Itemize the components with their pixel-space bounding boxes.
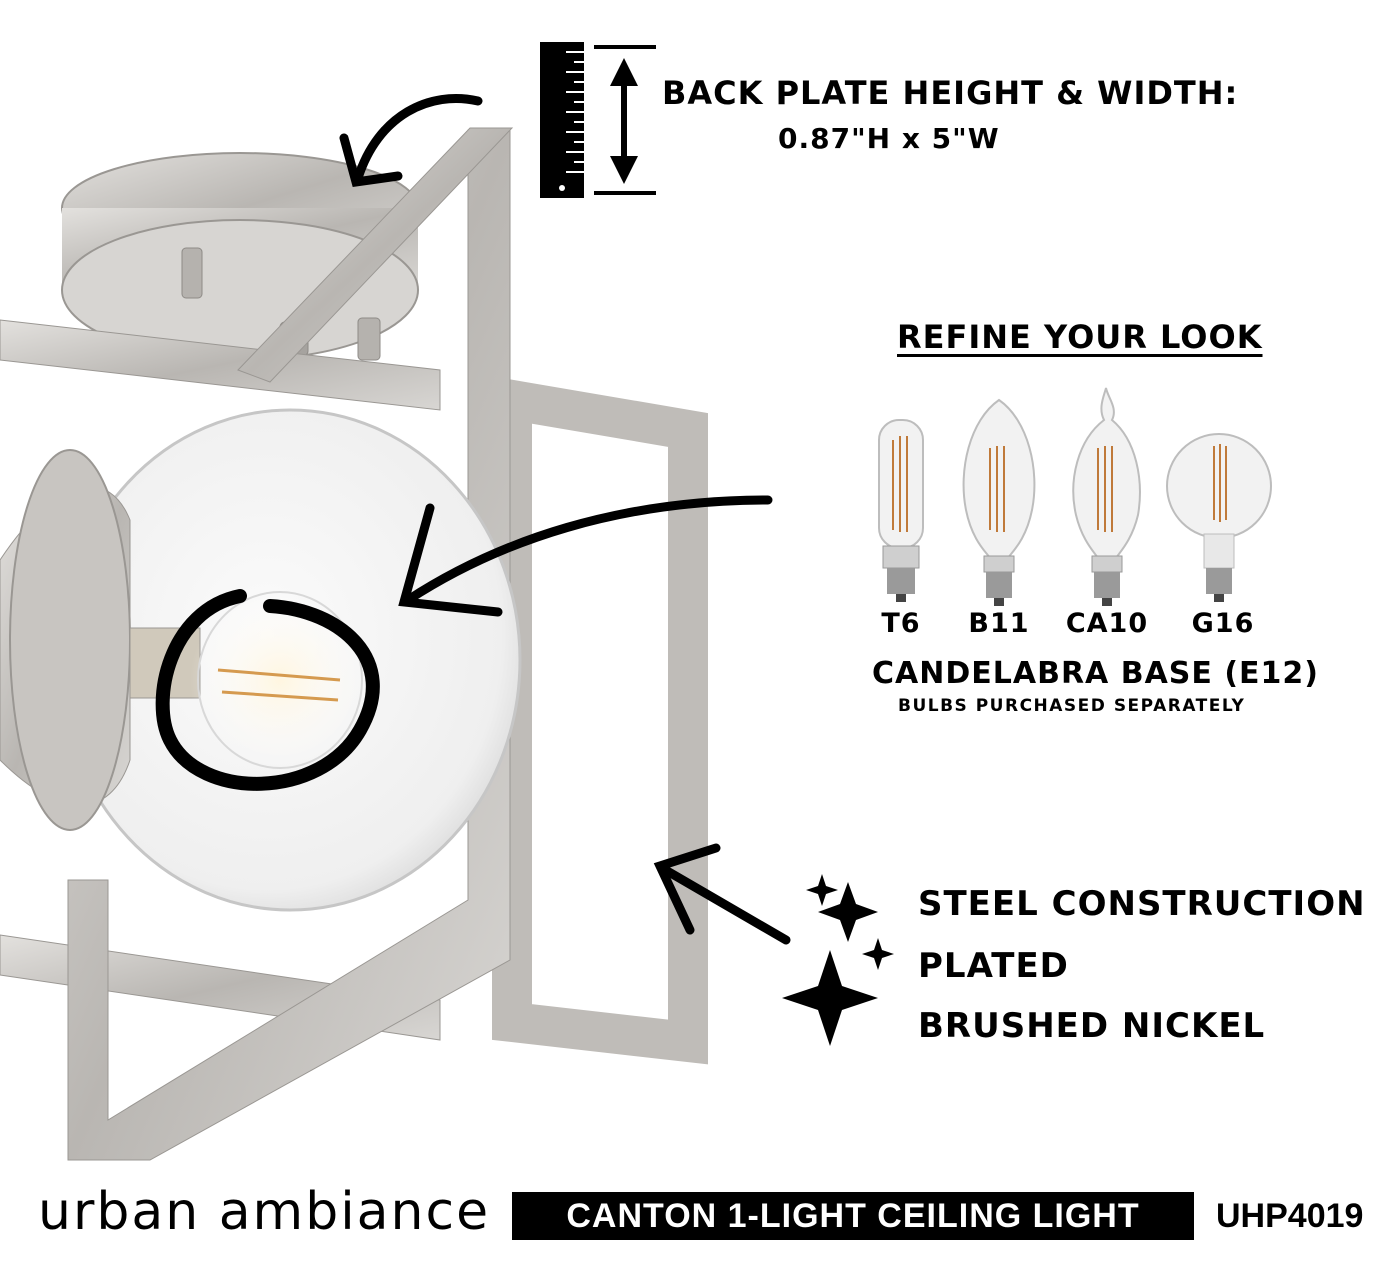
backplate-dimensions-value: 0.87"H x 5"W	[778, 122, 1000, 155]
g16-bulb-icon	[1166, 433, 1272, 602]
feature-finish: BRUSHED NICKEL	[918, 1006, 1266, 1046]
arrow-frame	[653, 843, 791, 945]
sparkle-icon	[782, 874, 894, 1046]
feature-steel: STEEL CONSTRUCTION	[918, 884, 1366, 924]
arrow-canopy	[339, 93, 483, 188]
ca10-bulb-icon	[1072, 387, 1141, 606]
ruler-icon	[540, 42, 656, 198]
backplate-dimensions-title: BACK PLATE HEIGHT & WIDTH:	[662, 74, 1239, 112]
bulb-circle-scribble	[155, 589, 380, 791]
bulb-label-b11: B11	[968, 608, 1030, 639]
product-name: CANTON 1-LIGHT CEILING LIGHT	[566, 1196, 1140, 1235]
base-type-title: CANDELABRA BASE (E12)	[872, 656, 1319, 691]
t6-bulb-icon	[878, 419, 924, 602]
arrow-bulb	[398, 495, 773, 617]
refine-heading: REFINE YOUR LOOK	[897, 318, 1263, 356]
b11-bulb-icon	[962, 398, 1036, 606]
bulb-label-t6: T6	[881, 608, 921, 639]
model-number: UHP4019	[1216, 1196, 1364, 1235]
feature-plated: PLATED	[918, 946, 1069, 986]
bulb-label-ca10: CA10	[1065, 608, 1149, 639]
ceiling-canopy	[61, 152, 419, 361]
brand-name: urban ambiance	[38, 1182, 491, 1242]
product-name-bar: CANTON 1-LIGHT CEILING LIGHT	[512, 1192, 1194, 1240]
glass-globe	[0, 408, 522, 912]
bulb-label-g16: G16	[1191, 608, 1255, 639]
base-type-note: BULBS PURCHASED SEPARATELY	[898, 696, 1246, 716]
